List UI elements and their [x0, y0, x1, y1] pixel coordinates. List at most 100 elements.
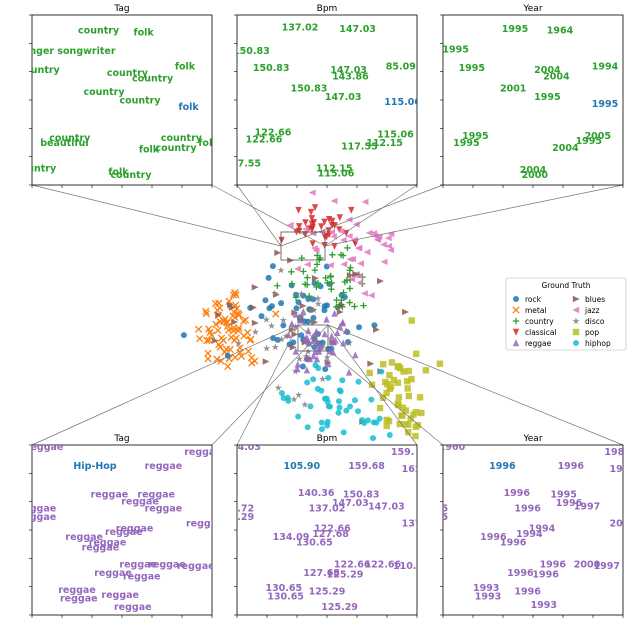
- inset-label: 1994: [592, 61, 619, 72]
- point-pop: [383, 422, 390, 430]
- legend-marker-reggae: [512, 339, 520, 347]
- point-rock: [299, 363, 306, 370]
- inset-label: 1997: [594, 561, 620, 572]
- point-country: [327, 272, 334, 280]
- point-pop: [383, 389, 390, 397]
- point-reggae: [292, 347, 299, 355]
- point-disco: [345, 339, 353, 347]
- inset-label: 85.09: [386, 61, 416, 72]
- point-hiphop: [376, 415, 383, 422]
- legend-label-disco: disco: [585, 317, 605, 326]
- inset-label: country: [49, 133, 91, 144]
- inset-label: 1995: [442, 44, 468, 55]
- inset-label: reggae: [89, 537, 127, 548]
- inset-label: 125.29: [309, 587, 346, 598]
- point-hiphop: [386, 431, 393, 438]
- point-pop: [400, 368, 407, 375]
- point-disco: [308, 316, 316, 324]
- inset-label: 1996: [514, 503, 541, 514]
- point-reggae: [334, 329, 341, 337]
- inset-label: country: [132, 73, 174, 84]
- point-blues: [231, 318, 239, 326]
- point-blues: [377, 277, 384, 285]
- point-hiphop: [351, 397, 358, 404]
- point-reggae: [312, 329, 320, 337]
- inset-label: 1.72: [231, 503, 254, 514]
- legend-marker-hiphop: [573, 340, 579, 346]
- point-jazz: [326, 262, 334, 269]
- point-country: [322, 274, 329, 282]
- point-pop: [388, 359, 396, 366]
- point-classical: [325, 215, 333, 223]
- point-jazz: [363, 248, 371, 256]
- point-reggae: [313, 355, 321, 363]
- inset-label: 150.83: [343, 490, 380, 501]
- point-hiphop: [325, 374, 332, 381]
- point-metal: [230, 289, 239, 297]
- point-hiphop: [310, 376, 317, 383]
- point-pop: [398, 412, 405, 419]
- point-metal: [194, 325, 203, 333]
- point-rock: [258, 313, 265, 320]
- inset-label: reggae: [177, 561, 215, 572]
- inset-label: reggae: [119, 559, 157, 570]
- inset-label: 1964: [547, 26, 574, 37]
- point-pop: [408, 317, 415, 324]
- point-metal: [235, 311, 243, 319]
- inset-label: reggae: [137, 490, 175, 501]
- point-rock: [180, 332, 187, 339]
- point-disco: [318, 375, 327, 383]
- inset-label: 140.36: [298, 488, 335, 499]
- legend-label-blues: blues: [585, 295, 605, 304]
- inset-label: 117.55: [341, 141, 378, 152]
- point-pop: [404, 429, 412, 436]
- point-pop: [394, 400, 402, 408]
- point-metal: [226, 345, 234, 354]
- inset-title: Bpm: [317, 434, 338, 444]
- point-pop: [395, 394, 403, 401]
- point-country: [314, 279, 322, 287]
- point-disco: [271, 343, 279, 351]
- point-metal: [244, 347, 253, 355]
- inset-label: 130.65: [267, 592, 304, 603]
- inset-label: reggae: [105, 527, 143, 538]
- point-rock: [278, 300, 285, 307]
- inset-label: 130.65: [265, 583, 302, 594]
- inset-label: 112.15: [366, 138, 403, 149]
- point-pop: [416, 394, 424, 401]
- inset-frame: [236, 444, 418, 616]
- inset-label: 2000: [522, 170, 549, 181]
- inset-label: folk: [133, 27, 154, 38]
- point-metal: [204, 349, 212, 358]
- point-disco: [323, 353, 331, 361]
- point-blues: [367, 360, 375, 367]
- connector-bottom-2-right: [327, 324, 624, 446]
- point-hiphop: [336, 404, 343, 411]
- point-jazz: [302, 226, 310, 233]
- connector-bottom-1-right: [327, 324, 418, 446]
- inset-label: 5: [441, 512, 448, 523]
- connector-bottom-0-left: [31, 324, 299, 446]
- point-disco: [267, 322, 276, 329]
- connector-top-0-left: [31, 184, 282, 247]
- point-pop: [404, 385, 411, 392]
- inset-label: 1993: [475, 592, 501, 603]
- point-classical: [302, 219, 309, 227]
- point-hiphop: [314, 385, 321, 392]
- inset-label: 1989: [604, 447, 630, 458]
- point-rock: [265, 274, 272, 281]
- inset-label: 147.03: [339, 24, 376, 35]
- point-country: [339, 252, 347, 259]
- inset-label: country: [119, 95, 161, 106]
- inset-label: folk: [175, 61, 196, 72]
- point-jazz: [312, 247, 320, 254]
- point-hiphop: [368, 396, 375, 403]
- point-jazz: [308, 189, 316, 196]
- point-classical: [343, 229, 350, 237]
- point-hiphop: [343, 407, 350, 414]
- point-country: [313, 283, 320, 291]
